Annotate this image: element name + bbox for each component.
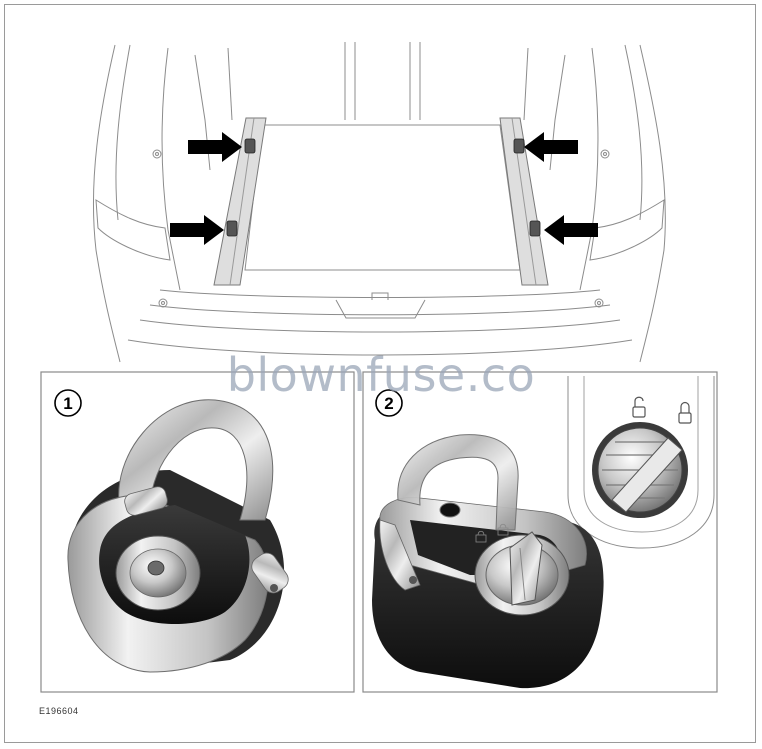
lashing-eye-folding <box>67 399 289 673</box>
rail-lashing-eye <box>226 138 541 237</box>
arrow-icon <box>170 132 598 245</box>
callout-2 <box>375 389 403 417</box>
figure-code: E196604 <box>39 706 79 716</box>
callout-1 <box>54 389 82 417</box>
vehicle-load-space <box>92 42 666 363</box>
lock-icon <box>678 401 692 424</box>
unlock-icon <box>632 396 646 418</box>
lashing-eye-locking <box>372 434 604 689</box>
lock-detail-inset <box>567 376 715 549</box>
